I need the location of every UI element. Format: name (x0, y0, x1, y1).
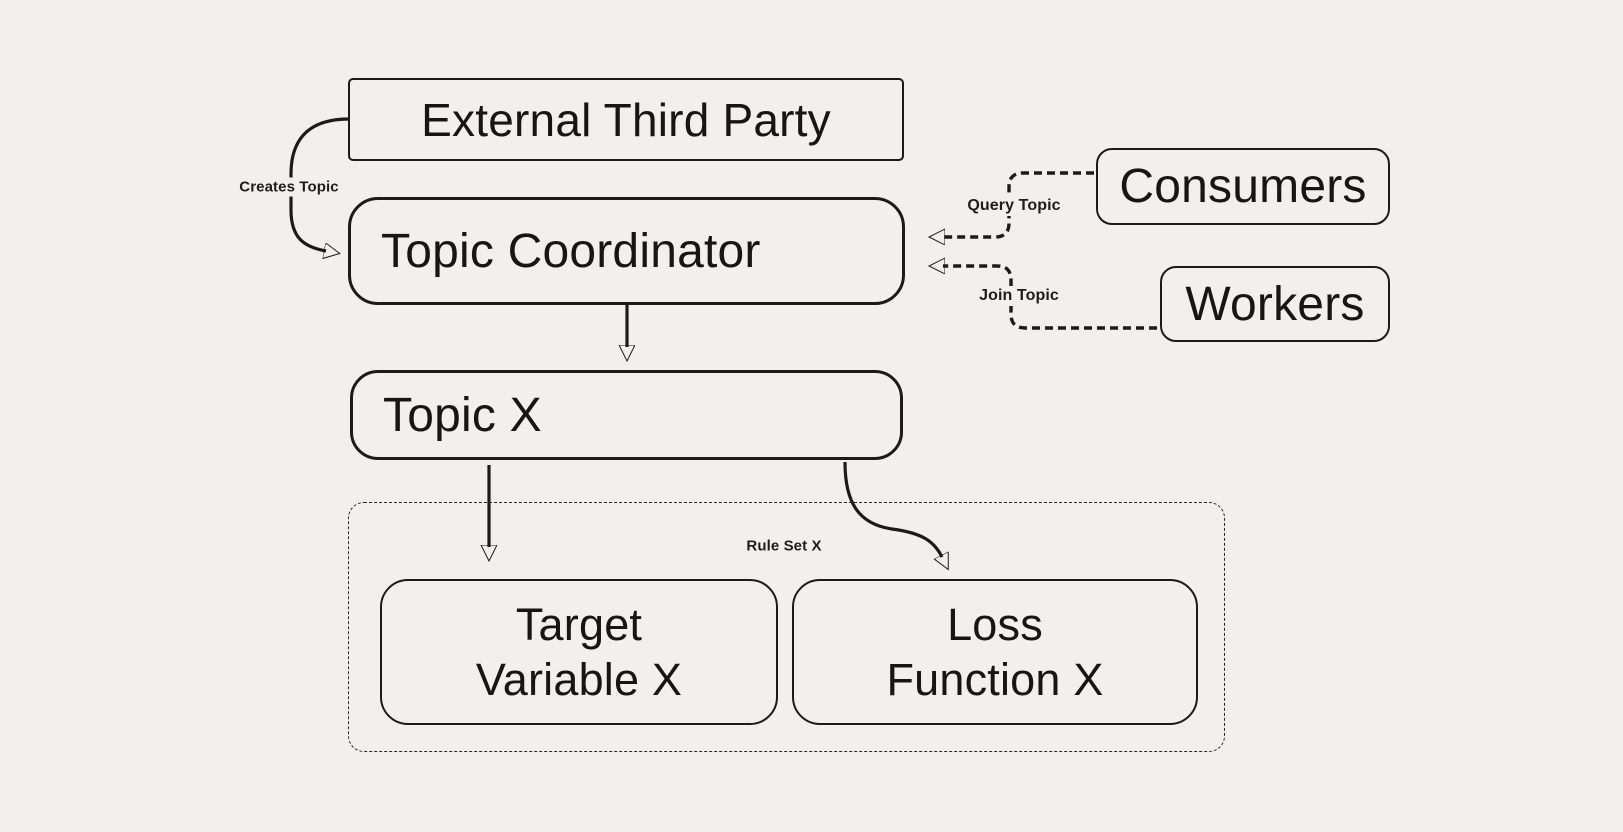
node-topic-x-label: Topic X (383, 388, 542, 442)
node-workers: Workers (1160, 266, 1390, 342)
node-topic-coordinator-label: Topic Coordinator (381, 224, 761, 278)
node-loss-function-line1: Loss (947, 599, 1043, 650)
node-consumers-label: Consumers (1119, 160, 1367, 213)
node-topic-x: Topic X (350, 370, 903, 460)
node-consumers: Consumers (1096, 148, 1390, 225)
rule-set-container (348, 502, 1225, 752)
node-workers-label: Workers (1185, 277, 1365, 331)
node-external-third-party-label: External Third Party (421, 93, 831, 146)
join-topic-edge-label: Join Topic (974, 286, 1064, 306)
node-loss-function: Loss Function X (792, 579, 1198, 725)
node-target-variable-line2: Variable X (475, 654, 683, 705)
node-loss-function-line2: Function X (886, 654, 1104, 705)
node-target-variable-line1: Target (515, 599, 643, 650)
creates-topic-edge-label: Creates Topic (234, 177, 344, 197)
node-external-third-party: External Third Party (348, 78, 904, 161)
rule-set-label: Rule Set X (746, 537, 822, 555)
query-topic-edge-label: Query Topic (962, 196, 1066, 216)
node-target-variable: Target Variable X (380, 579, 778, 725)
node-topic-coordinator: Topic Coordinator (348, 197, 905, 305)
